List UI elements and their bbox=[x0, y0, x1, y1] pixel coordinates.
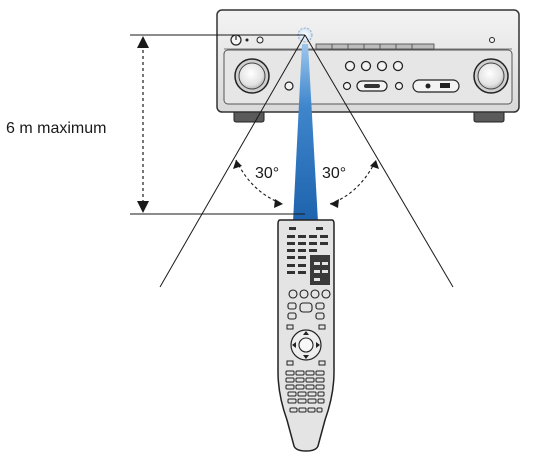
angle-label-left: 30° bbox=[255, 165, 279, 182]
program-button bbox=[342, 81, 352, 91]
remote-lower-buttons bbox=[285, 370, 325, 413]
distance-arrowhead-top bbox=[137, 36, 149, 48]
ir-beam bbox=[293, 44, 318, 222]
remote-dpad-icon bbox=[286, 324, 326, 366]
phones-jack-icon bbox=[284, 81, 294, 91]
distance-dimension: 6 m maximum bbox=[6, 34, 305, 215]
distance-arrowhead-bottom bbox=[137, 201, 149, 213]
distance-label: 6 m maximum bbox=[6, 120, 106, 137]
remote-round-buttons bbox=[287, 289, 331, 320]
scene-buttons bbox=[344, 60, 404, 72]
standby-indicator bbox=[245, 38, 249, 42]
usb-aux-panel bbox=[412, 79, 460, 93]
remote-top-buttons bbox=[287, 227, 328, 259]
input-knob-icon bbox=[234, 58, 270, 94]
av-receiver bbox=[216, 9, 520, 123]
front-display-buttons bbox=[315, 43, 435, 50]
remote-control bbox=[277, 219, 335, 452]
front-indicator-right bbox=[489, 37, 495, 43]
volume-knob-icon bbox=[473, 58, 509, 94]
angle-label-right: 30° bbox=[322, 165, 346, 182]
straight-button bbox=[394, 81, 404, 91]
signal-range bbox=[159, 34, 454, 288]
small-button bbox=[256, 36, 264, 44]
angle-indicators: 30° 30° bbox=[233, 159, 379, 208]
tone-control-icon bbox=[356, 80, 388, 92]
range-line-left bbox=[159, 34, 306, 288]
range-line-right bbox=[304, 34, 454, 288]
remote-mid-buttons bbox=[287, 264, 306, 274]
power-button-icon bbox=[230, 34, 242, 46]
